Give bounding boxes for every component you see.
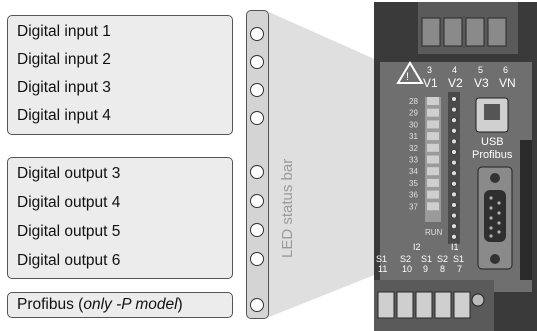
device-led-dot xyxy=(451,149,457,155)
terminal-bottom-number: 11 xyxy=(378,264,387,274)
digital-inputs-group: Digital input 1 Digital input 2 Digital … xyxy=(7,15,233,135)
device-led-dot xyxy=(451,170,457,176)
device-led-window xyxy=(427,143,439,152)
led-indicator-icon xyxy=(250,165,264,179)
device-led-window xyxy=(427,120,439,129)
profibus-label: Profibus xyxy=(472,149,513,161)
device-led-dot xyxy=(451,234,457,240)
device-led-dot xyxy=(451,138,457,145)
voltage-label: V1 xyxy=(423,76,438,90)
device-led-dot xyxy=(451,212,457,219)
digital-output-label: Digital output 5 xyxy=(17,223,121,240)
led-indicator-icon xyxy=(250,111,264,125)
current-terminal: S1 xyxy=(376,254,387,264)
device-led-number: 33 xyxy=(409,156,418,165)
terminal-number: 6 xyxy=(503,65,508,75)
device-led-window xyxy=(427,190,439,199)
digital-output-label: Digital output 3 xyxy=(17,165,121,182)
device-led-number: 28 xyxy=(409,97,418,106)
run-label: RUN xyxy=(425,228,443,237)
device-led-window xyxy=(427,97,439,105)
voltage-label: V2 xyxy=(448,76,463,90)
warning-icon xyxy=(396,61,424,84)
current-terminal: S1 xyxy=(453,254,464,264)
led-indicator-icon xyxy=(250,252,264,266)
device-led-dot xyxy=(451,117,457,123)
digital-output-label: Digital output 4 xyxy=(17,194,121,211)
device-led-window xyxy=(427,108,439,117)
digital-input-label: Digital input 2 xyxy=(17,51,111,68)
device-led-number: 31 xyxy=(409,132,418,141)
terminal-bottom-number: 7 xyxy=(457,264,462,274)
svg-text:!: ! xyxy=(406,71,409,83)
led-status-bar-label: LED status bar xyxy=(279,158,296,258)
device-led-number: 36 xyxy=(409,191,418,200)
terminal-bottom-number: 10 xyxy=(402,264,412,274)
led-indicator-icon xyxy=(250,27,264,41)
current-group-label: I2 xyxy=(413,242,421,252)
led-indicator-icon xyxy=(250,298,264,312)
current-terminal: S2 xyxy=(437,254,448,264)
device-led-window xyxy=(427,178,439,187)
digital-input-label: Digital input 4 xyxy=(17,107,111,124)
terminal-number: 3 xyxy=(427,65,432,75)
device-led-dot xyxy=(451,181,457,187)
device-led-dot xyxy=(451,191,457,198)
led-indicator-icon xyxy=(250,194,264,208)
voltage-label: VN xyxy=(499,76,516,90)
terminal-bottom-number: 8 xyxy=(440,264,445,274)
device-led-dot xyxy=(451,96,457,102)
terminal-number: 4 xyxy=(452,65,457,75)
device-led-window xyxy=(427,202,439,211)
terminal-bottom-number: 9 xyxy=(423,264,428,274)
voltage-label: V3 xyxy=(474,76,489,90)
current-group-label: I1 xyxy=(451,242,459,252)
current-terminal: S2 xyxy=(400,254,411,264)
usb-label: USB xyxy=(481,136,504,148)
device-led-dot xyxy=(451,106,457,113)
digital-input-label: Digital input 1 xyxy=(17,23,111,40)
digital-input-label: Digital input 3 xyxy=(17,79,111,96)
device-led-window xyxy=(427,132,439,141)
device-led-dot xyxy=(451,202,457,208)
led-indicator-icon xyxy=(250,83,264,97)
digital-outputs-group: Digital output 3 Digital output 4 Digita… xyxy=(7,157,233,279)
digital-output-label: Digital output 6 xyxy=(17,252,121,269)
profibus-group: Profibus (only -P model) xyxy=(7,292,233,318)
terminal-number: 5 xyxy=(478,65,483,75)
device-led-number: 32 xyxy=(409,144,418,153)
device-led-number: 35 xyxy=(409,179,418,188)
device-led-number: 37 xyxy=(409,202,418,211)
device-led-number: 29 xyxy=(409,109,418,118)
led-indicator-icon xyxy=(250,223,264,237)
current-terminal: S1 xyxy=(421,254,432,264)
device-led-dot xyxy=(451,223,457,229)
device-led-dot xyxy=(451,128,457,134)
device-led-number: 34 xyxy=(409,167,418,176)
led-indicator-icon xyxy=(250,55,264,69)
device-led-window xyxy=(427,167,439,176)
profibus-label: Profibus (only -P model) xyxy=(17,296,183,313)
device-led-window xyxy=(427,155,439,164)
device-led-number: 30 xyxy=(409,120,418,129)
device-led-dot xyxy=(451,159,457,166)
